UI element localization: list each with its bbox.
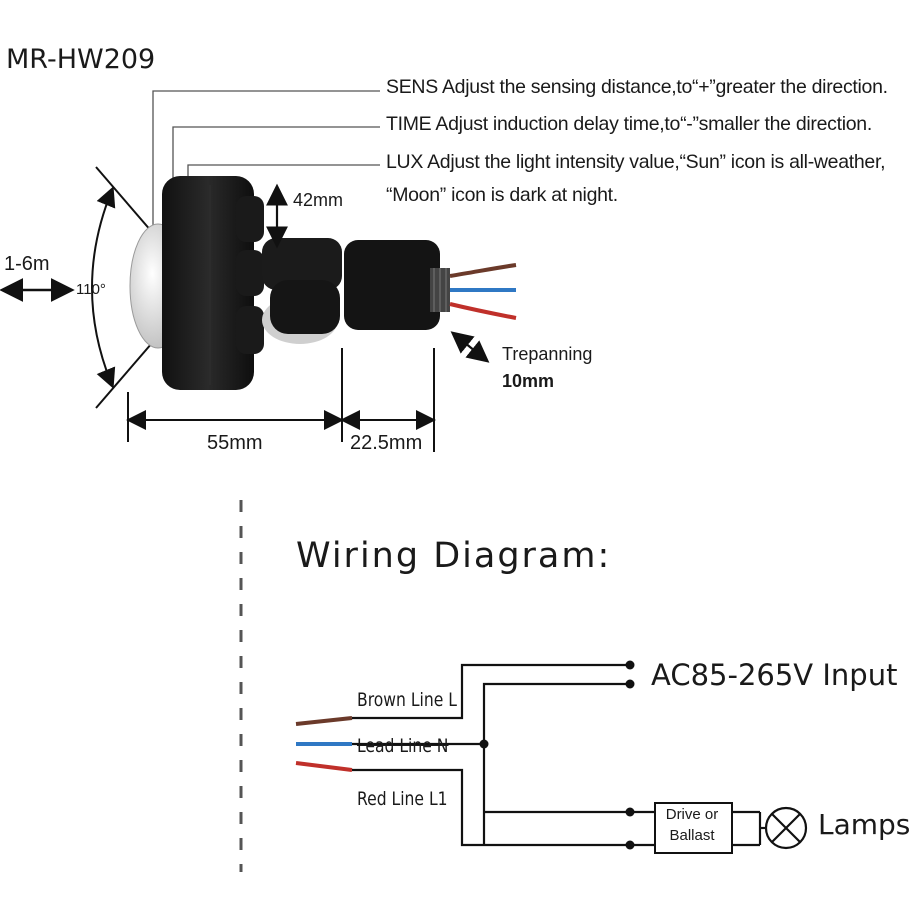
sensor-wires xyxy=(449,263,517,320)
thread-label: 22.5mm xyxy=(350,432,423,454)
time-note: TIME Adjust induction delay time,to“-”sm… xyxy=(386,113,872,135)
model-label: MR-HW209 xyxy=(6,44,156,75)
angle-label: 110° xyxy=(76,281,106,298)
driver-label-line2: Ballast xyxy=(669,827,715,844)
length-label: 55mm xyxy=(207,432,263,454)
sensor-body xyxy=(129,176,450,390)
wiring-stubs xyxy=(295,716,353,772)
wire-label-red: Red Line L1 xyxy=(357,788,448,810)
wiring-terminals xyxy=(479,660,635,850)
trepanning-arrow xyxy=(450,331,490,363)
sens-note: SENS Adjust the sensing distance,to“+”gr… xyxy=(386,76,888,98)
detection-angle xyxy=(91,166,153,409)
time-leader xyxy=(172,126,380,190)
driver-box xyxy=(654,802,733,854)
input-label: AC85-265V Input xyxy=(651,658,898,692)
lux-note-line1: LUX Adjust the light intensity value,“Su… xyxy=(386,151,886,173)
lamp-icon xyxy=(764,806,808,850)
lux-note-line2: “Moon” icon is dark at night. xyxy=(386,184,618,206)
driver-label-line1: Drive or xyxy=(665,806,719,823)
lamps-label: Lamps xyxy=(818,808,911,841)
distance-label: 1-6m xyxy=(4,253,50,275)
trepanning-label: Trepanning xyxy=(502,344,593,364)
wire-label-lead: Lead Line N xyxy=(357,735,449,757)
wire-label-brown: Brown Line L xyxy=(357,689,457,711)
trepanning-value: 10mm xyxy=(502,371,555,391)
width-dimensions xyxy=(126,348,436,452)
height-label: 42mm xyxy=(293,190,344,210)
wiring-title: Wiring Diagram: xyxy=(296,536,612,576)
